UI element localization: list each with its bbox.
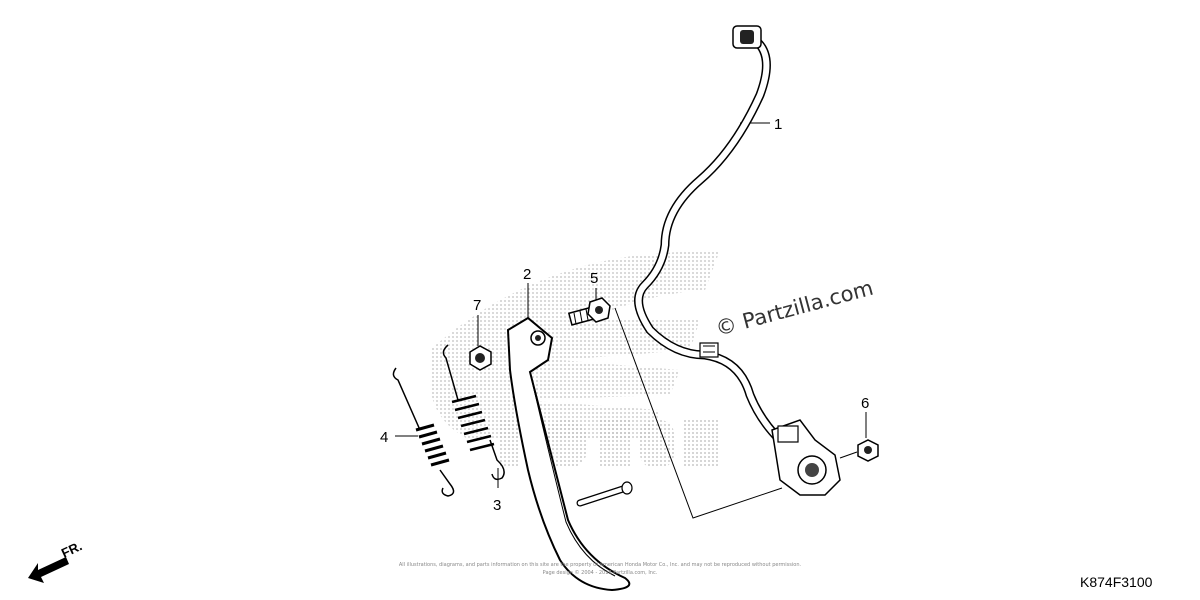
front-direction-indicator: FR. [28, 538, 84, 583]
arrow-left-icon [28, 557, 69, 583]
leader-assembly-link [614, 307, 783, 519]
part-side-stand [506, 316, 633, 592]
callout-6: 6 [861, 395, 869, 412]
background-brand-letters [500, 420, 720, 468]
leader-lines [395, 122, 867, 519]
part-nut [839, 439, 879, 462]
callout-4: 4 [380, 429, 388, 446]
callout-1: 1 [774, 116, 782, 133]
copyright-line-2: Page design © 2004 - 2018 Partzilla.com,… [543, 569, 658, 576]
stand-spring-pin [576, 481, 633, 507]
callout-7: 7 [473, 297, 481, 314]
copyright-line-1: All illustrations, diagrams, and parts i… [399, 562, 802, 568]
front-label: FR. [59, 538, 84, 560]
callout-2: 2 [523, 266, 531, 283]
part-side-stand-switch [634, 25, 841, 496]
callout-5: 5 [590, 270, 598, 287]
callout-3: 3 [493, 497, 501, 514]
cable-clamp [699, 342, 719, 358]
partzilla-watermark: © Partzilla.com [713, 276, 876, 341]
part-outer-spring [392, 367, 455, 497]
switch-body [771, 419, 841, 496]
diagram-code: K874F3100 [1080, 574, 1153, 590]
part-pivot-bolt [567, 297, 611, 326]
background-wing-logo [430, 250, 720, 468]
part-lock-nut [469, 345, 492, 371]
connector [732, 25, 762, 49]
part-inner-spring [442, 344, 505, 481]
